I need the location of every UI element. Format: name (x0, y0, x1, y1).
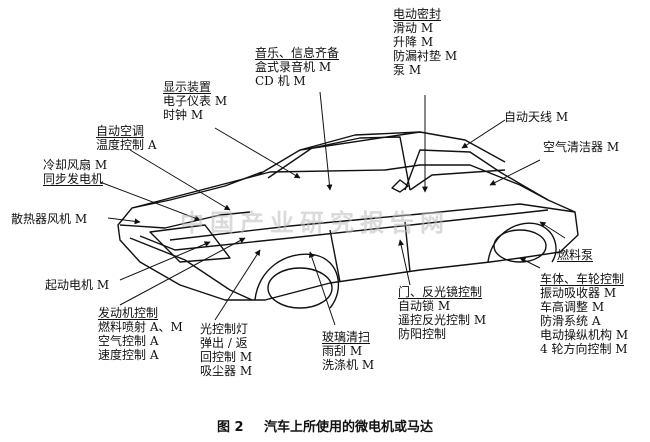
label-line: 同步发电机 (43, 172, 104, 186)
label-title: 散热器风机 M (11, 212, 88, 226)
label-audio: 音乐、信息齐备 盒式录音机 M CD 机 M (255, 46, 339, 88)
label-line: CD 机 M (255, 74, 306, 88)
label-title: 车体、车轮控制 (540, 272, 625, 286)
label-line: 雨刮 M (322, 344, 363, 358)
label-line: 电动操纵机构 M (540, 328, 629, 342)
label-line: 光控制灯 (200, 322, 249, 336)
label-title: 发动机控制 (98, 306, 159, 320)
label-antenna: 自动天线 M (504, 110, 568, 124)
label-line: 弹出 / 返 (200, 336, 248, 350)
label-line: 温度控制 A (96, 138, 157, 152)
label-line: 升降 M (393, 35, 434, 49)
label-title: 自动天线 M (504, 110, 569, 124)
label-engine: 发动机控制 燃料喷射 A、M 空气控制 A 速度控制 A (98, 306, 183, 362)
label-body-wheel: 车体、车轮控制 振动吸收器 M 车高调整 M 防滑系统 A 电动操纵机构 M 4… (540, 272, 628, 356)
label-title: 冷却风扇 M (43, 158, 108, 172)
label-line: 防滑系统 A (540, 314, 601, 328)
label-title: 显示装置 (163, 80, 212, 94)
label-glass: 玻璃清扫 雨刮 M 洗涤机 M (322, 330, 374, 372)
label-title: 空气清洁器 M (543, 140, 620, 154)
label-line: 洗涤机 M (322, 358, 375, 372)
label-title: 电动密封 (393, 7, 442, 21)
label-line: 滑动 M (393, 21, 434, 35)
figure-title: 汽车上所使用的微电机或马达 (264, 420, 434, 435)
label-line: 车高调整 M (540, 300, 605, 314)
label-title: 起动电机 M (45, 278, 110, 292)
label-line: 吸尘器 M (200, 364, 253, 378)
label-fuel-pump: 燃料泵 (557, 248, 593, 262)
label-line: 4 轮方向控制 M (540, 342, 628, 356)
figure-number: 图 2 (216, 420, 244, 435)
label-line: 防阳控制 (398, 327, 447, 341)
label-title: 玻璃清扫 (322, 330, 371, 344)
label-line: 盒式录音机 M (255, 60, 332, 74)
label-line: 时钟 M (163, 108, 204, 122)
label-line: 回控制 M (200, 350, 253, 364)
watermark: 中国产业研究报告网 (180, 209, 450, 237)
label-title: 燃料泵 (557, 248, 594, 262)
label-line: 泵 M (393, 63, 422, 77)
label-aircon: 自动空调 温度控制 A (96, 124, 156, 152)
label-display: 显示装置 电子仪表 M 时钟 M (163, 80, 227, 122)
figure-caption: 图 2 汽车上所使用的微电机或马达 (0, 416, 650, 435)
label-line: 防漏衬垫 M (393, 49, 458, 63)
label-title: 门、反光镜控制 (398, 285, 483, 299)
label-line: 振动吸收器 M (540, 286, 617, 300)
label-door-mirror: 门、反光镜控制 自动锁 M 遥控反光控制 M 防阳控制 (398, 285, 486, 341)
label-title: 音乐、信息齐备 (255, 46, 340, 60)
label-line: 速度控制 A (98, 348, 159, 362)
label-light: 光控制灯 弹出 / 返 回控制 M 吸尘器 M (200, 322, 252, 378)
label-electric-seal: 电动密封 滑动 M 升降 M 防漏衬垫 M 泵 M (393, 7, 457, 77)
label-line: 电子仪表 M (163, 94, 228, 108)
label-line: 自动锁 M (398, 299, 451, 313)
label-radiator-fan: 散热器风机 M (11, 212, 87, 226)
label-line: 燃料喷射 A、M (98, 320, 183, 334)
label-line: 遥控反光控制 M (398, 313, 487, 327)
label-cooling-fan: 冷却风扇 M 同步发电机 (43, 158, 107, 186)
label-line: 空气控制 A (98, 334, 159, 348)
label-title: 自动空调 (96, 124, 145, 138)
label-starter: 起动电机 M (45, 278, 109, 292)
label-air-cleaner: 空气清洁器 M (543, 140, 619, 154)
